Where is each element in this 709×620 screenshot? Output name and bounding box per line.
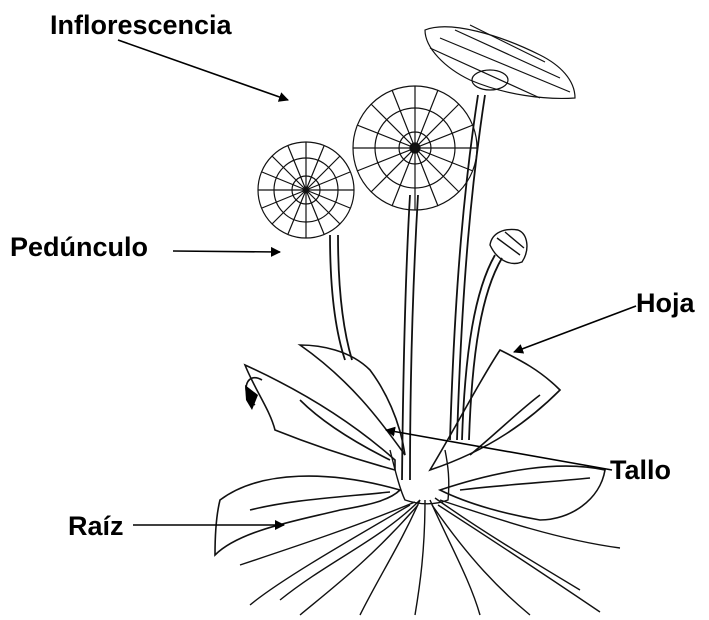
- label-inflorescencia: Inflorescencia: [50, 12, 232, 39]
- flower-head-left: [258, 142, 354, 238]
- label-hoja: Hoja: [636, 290, 695, 317]
- label-pedunculo: Pedúnculo: [10, 234, 148, 261]
- label-raiz: Raíz: [68, 513, 124, 540]
- label-tallo: Tallo: [610, 457, 671, 484]
- flower-bud: [490, 230, 527, 264]
- stem-base: [390, 450, 449, 504]
- tallo-pointer: [386, 430, 612, 470]
- inflorescencia-pointer: [118, 40, 288, 100]
- hoja-pointer: [514, 306, 636, 352]
- flower-head-top: [425, 25, 575, 98]
- flower-head-center: [353, 86, 477, 210]
- pedunculo-pointer: [173, 251, 280, 252]
